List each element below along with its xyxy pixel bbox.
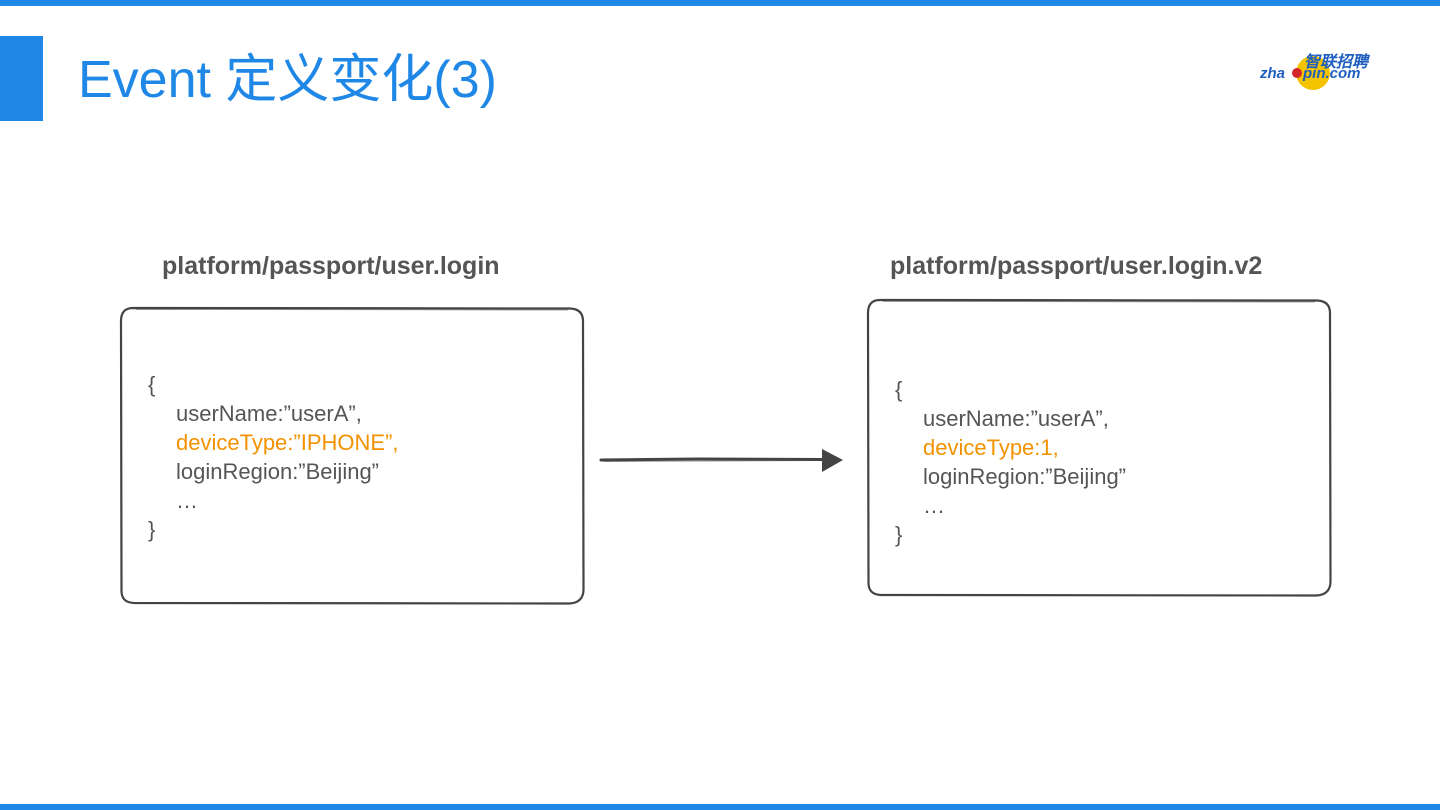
- payload-open-brace: {: [895, 377, 903, 402]
- payload-line-ellipsis: …: [923, 493, 945, 518]
- logo-chinese-text: 智联招聘: [1304, 53, 1371, 71]
- left-event-box: [119, 306, 585, 605]
- title-marker: [0, 36, 43, 121]
- zhaopin-logo: 智联招聘 zha pin.com: [1259, 53, 1371, 90]
- payload-line-ellipsis: …: [176, 488, 198, 513]
- logo-yellow-circle: [1296, 56, 1330, 90]
- payload-close-brace: }: [895, 522, 903, 547]
- payload-line-devicetype: deviceType:1,: [923, 435, 1059, 460]
- right-event-box: [866, 298, 1332, 597]
- right-event-payload: { userName:”userA”, deviceType:1, loginR…: [895, 375, 1126, 549]
- payload-close-brace: }: [148, 517, 156, 542]
- bottom-accent-bar: [0, 804, 1440, 810]
- payload-line-username: userName:”userA”,: [176, 401, 362, 426]
- right-arrow-icon: [599, 449, 843, 472]
- logo-red-dot: [1292, 68, 1302, 78]
- left-event-payload: { userName:”userA”, deviceType:”IPHONE”,…: [148, 370, 399, 544]
- right-event-name: platform/passport/user.login.v2: [890, 252, 1263, 280]
- left-event-name: platform/passport/user.login: [162, 252, 500, 280]
- payload-line-devicetype: deviceType:”IPHONE”,: [176, 430, 399, 455]
- payload-open-brace: {: [148, 372, 156, 397]
- logo-latin-before: zha: [1259, 65, 1285, 82]
- top-accent-bar: [0, 0, 1440, 6]
- logo-latin-after: pin.com: [1302, 65, 1361, 82]
- payload-line-username: userName:”userA”,: [923, 406, 1109, 431]
- slide-title: Event 定义变化(3): [78, 51, 497, 109]
- payload-line-loginregion: loginRegion:”Beijing”: [923, 464, 1127, 489]
- payload-line-loginregion: loginRegion:”Beijing”: [176, 459, 380, 484]
